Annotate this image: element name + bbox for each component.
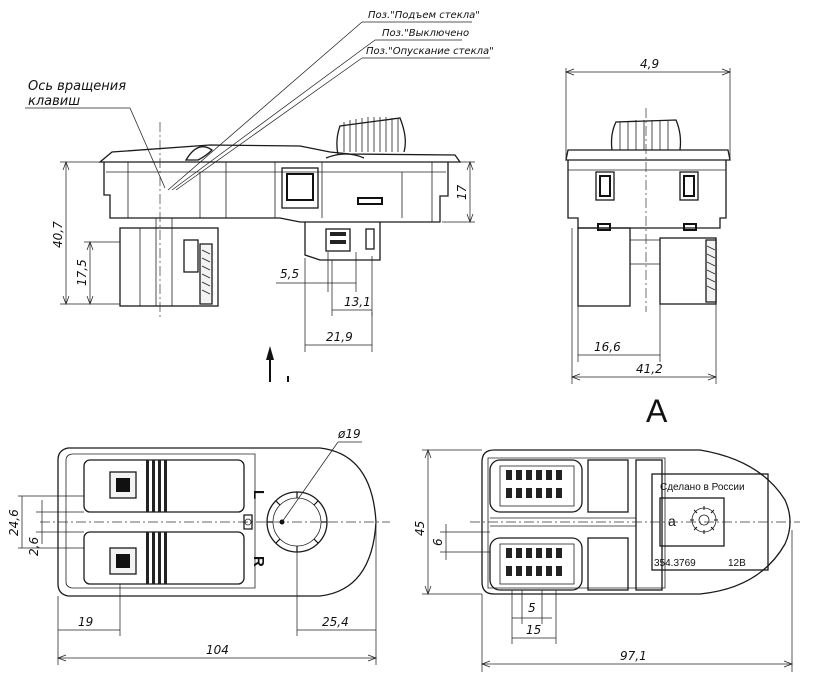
dim-bottom-97-1: 97,1 [620, 649, 647, 663]
plate-made-in: Сделано в России [660, 482, 745, 493]
dim-height-lower: 17,5 [75, 259, 89, 286]
dim-plan-2-6: 2,6 [27, 537, 41, 556]
dim-bottom-45: 45 [413, 521, 427, 536]
upper-connector-pins [506, 470, 562, 498]
plate-part-number: 354.3769 [654, 558, 696, 569]
front-view [98, 117, 462, 382]
dim-plan-19: 19 [78, 615, 93, 629]
bottom-dimensions: 45 6 5 15 97,1 [413, 448, 794, 672]
side-dimensions: 4,9 16,6 41,2 [564, 57, 732, 384]
gear-icon [690, 506, 718, 534]
lower-rocker-stripes [146, 532, 167, 584]
knob-teeth [267, 492, 327, 552]
side-view [565, 108, 731, 312]
upper-rocker-stripes [146, 460, 167, 512]
view-label: A [646, 393, 668, 429]
dim-bottom-5: 5 [528, 601, 536, 615]
knob-ribs [343, 117, 399, 152]
plan-view: L R [40, 447, 390, 597]
dim-5-5: 5,5 [280, 267, 299, 281]
position-callouts: Поз."Подъем стекла" Поз."Выключено Поз."… [25, 10, 494, 191]
letter-left: L [250, 490, 267, 499]
callout-position-up: Поз."Подъем стекла" [368, 10, 480, 21]
dim-side-41-2: 41,2 [636, 362, 663, 376]
bottom-view: Сделано в России a 354.3769 12В [470, 449, 800, 595]
callout-position-down: Поз."Опускание стекла" [366, 46, 494, 57]
dim-plan-25-4: 25,4 [322, 615, 349, 629]
front-dimensions: 40,7 17,5 17 5,5 13,1 21,9 [51, 160, 475, 352]
callout-axis-line2: клавиш [28, 94, 80, 109]
plate-voltage: 12В [728, 558, 746, 569]
dim-bottom-6: 6 [431, 538, 445, 546]
plan-dimensions: ø19 24,6 2,6 19 25,4 104 [7, 427, 378, 665]
dim-height-right: 17 [455, 184, 469, 200]
dim-plan-104: 104 [206, 643, 229, 657]
dim-13-1: 13,1 [344, 295, 371, 309]
letter-right: R [250, 556, 267, 567]
dim-21-9: 21,9 [326, 330, 353, 344]
dim-plan-24-6: 24,6 [7, 509, 21, 536]
lower-connector-pins [506, 548, 562, 576]
callout-axis-line1: Ось вращения [28, 79, 126, 94]
dim-side-top-width: 4,9 [640, 57, 659, 71]
dim-plan-diameter: ø19 [337, 427, 361, 441]
plate-letter: a [668, 513, 676, 529]
dim-height-total: 40,7 [51, 221, 65, 248]
dim-bottom-15: 15 [526, 623, 541, 637]
dim-side-16-6: 16,6 [594, 340, 621, 354]
callout-position-off: Поз."Выключено [382, 28, 469, 39]
